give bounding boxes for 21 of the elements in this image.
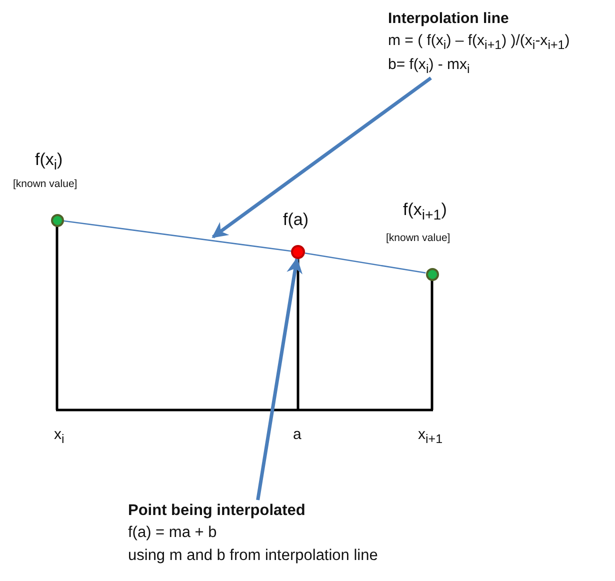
callout-heading: Point being interpolated	[128, 501, 306, 521]
value-label: f(a)	[283, 210, 308, 230]
value-label: f(x$_{i+1}$)	[403, 200, 447, 224]
known-point-marker	[426, 268, 438, 280]
formula-text: m = ( f(x$_{i}$) – f(x$_{i+1}$) )/(x$_{i}$-x$_{i+1}$)	[388, 30, 570, 54]
formula-text: b= f(x$_{i}$) - mx$_{i}$	[388, 54, 471, 78]
axis-label: x$_{i+1}$	[418, 426, 443, 446]
interpolation-line	[63, 220, 292, 252]
note-text: [known value]	[13, 178, 78, 190]
interpolated-point-marker	[291, 245, 305, 259]
axis-label: a	[293, 426, 302, 443]
leader-arrow	[212, 76, 432, 238]
leader-arrow	[256, 257, 302, 500]
value-label: f(x$_{i}$)	[35, 150, 63, 174]
formula-text: f(a) = ma + b	[128, 523, 218, 544]
note-text: [known value]	[386, 232, 450, 244]
known-point-marker	[50, 214, 64, 226]
callout-heading: Interpolation line	[388, 9, 510, 29]
interpolation-line	[304, 252, 426, 274]
note-text: using m and b from interpolation line	[128, 546, 378, 566]
axis-label: x$_{i}$	[54, 426, 64, 446]
